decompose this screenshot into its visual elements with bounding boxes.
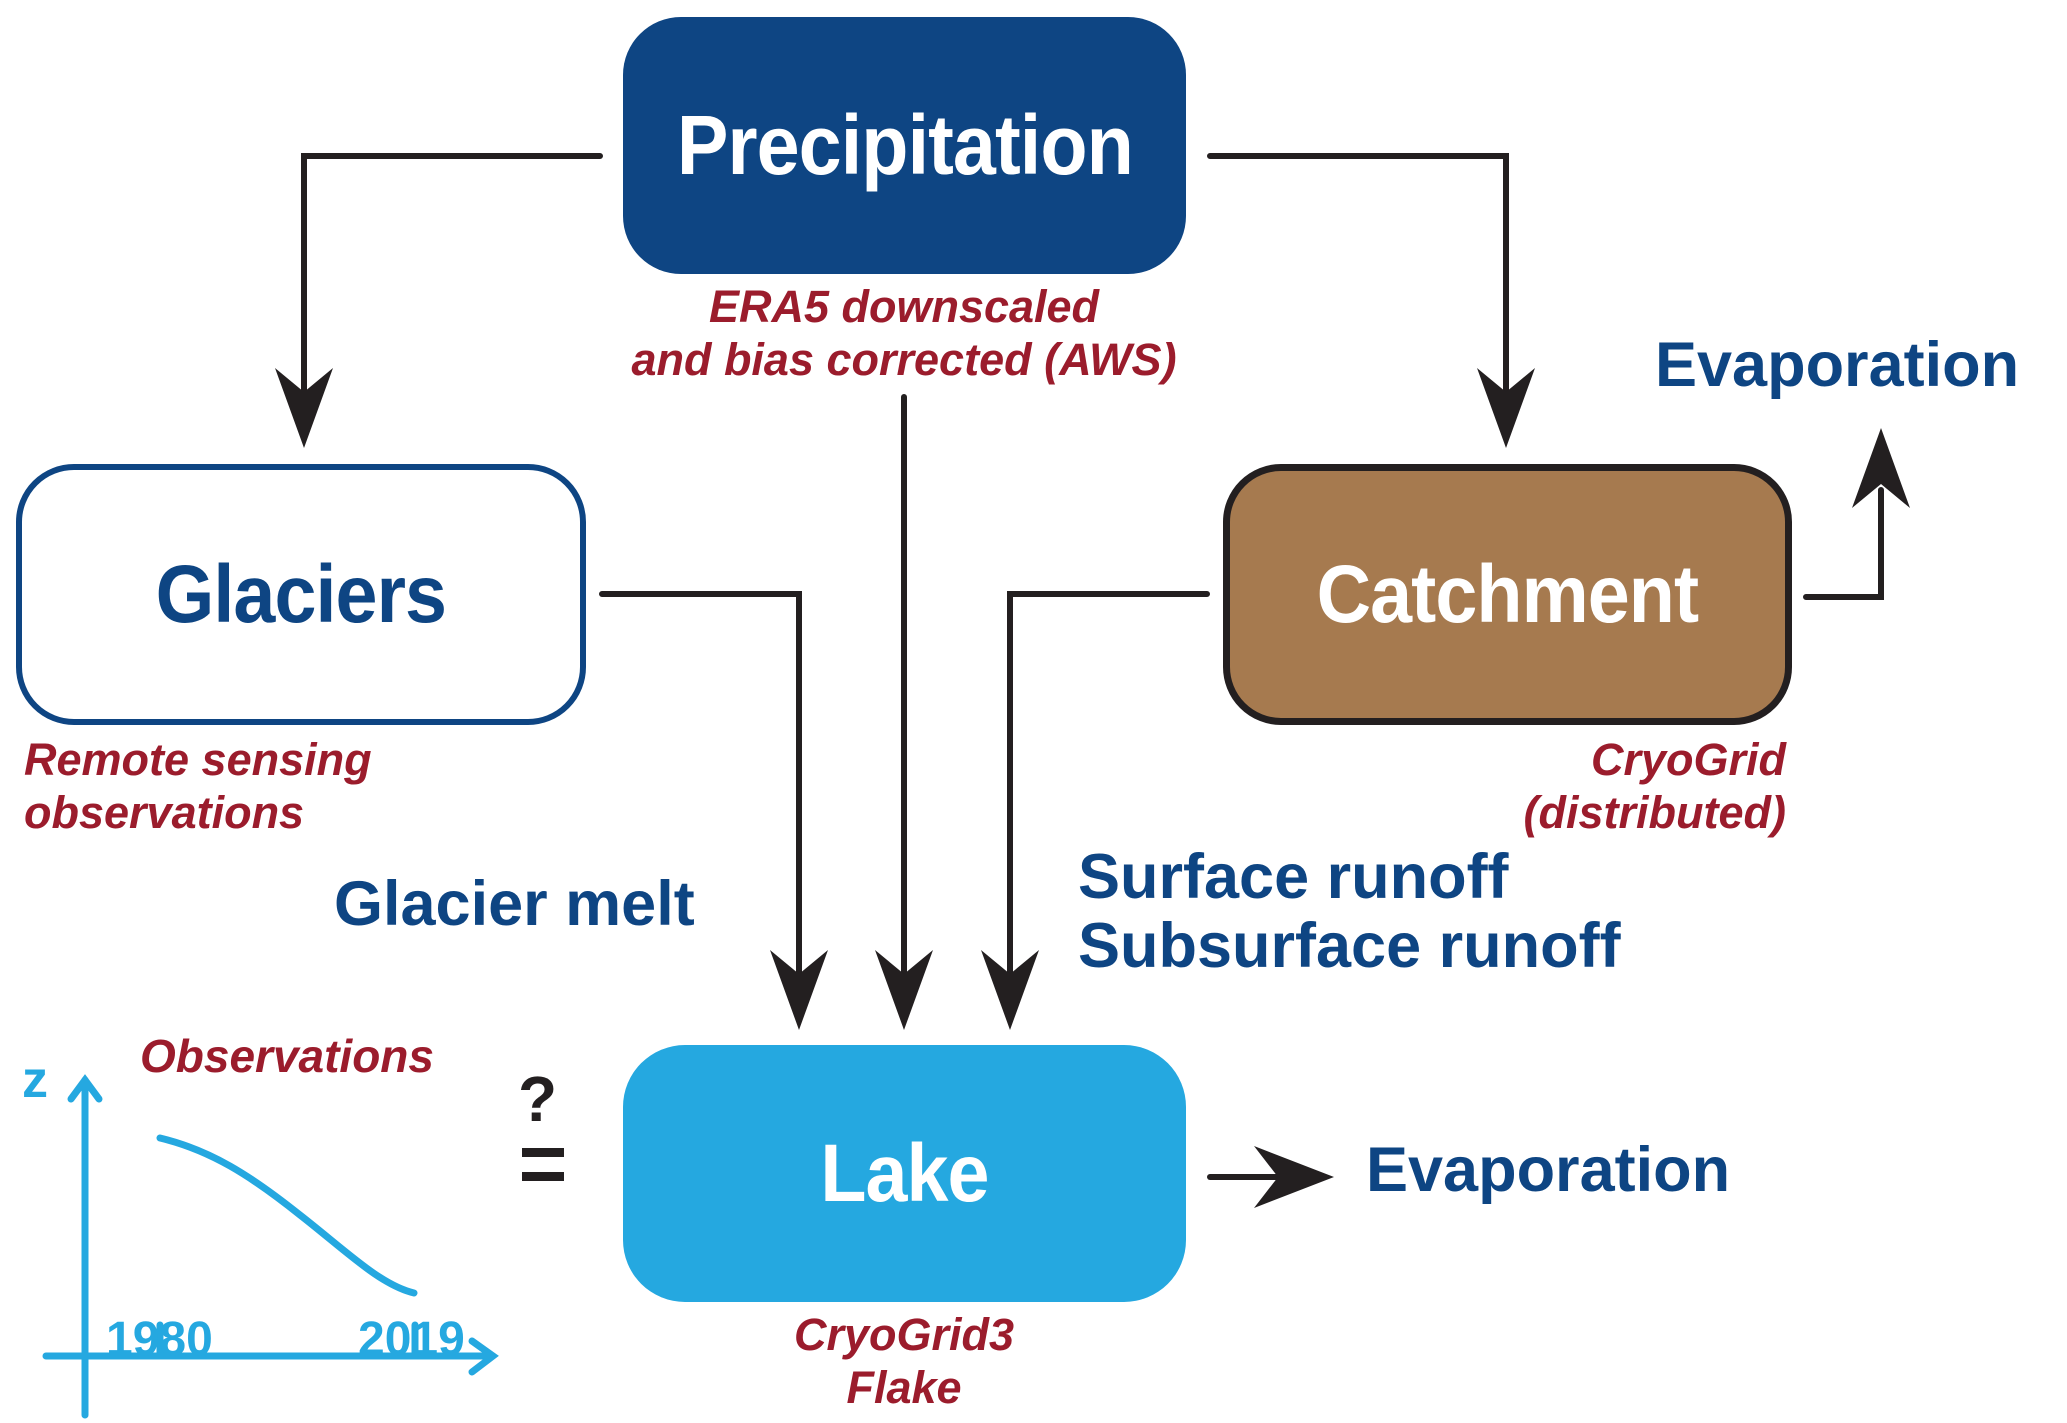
arrow-catchment-to-lake (1007, 591, 1210, 983)
chart-trend-curve (156, 1134, 418, 1297)
equals-question (522, 1148, 564, 1181)
precipitation-note-line-1: ERA5 downscaled (708, 281, 1100, 332)
arrowhead-glaciers (275, 368, 333, 448)
catchment-node: Catchment (1223, 464, 1792, 725)
chart-x-axis-arrowhead (468, 1337, 499, 1376)
arrowhead-catchment-evap (1852, 428, 1910, 508)
question-mark-icon: ? (518, 1063, 558, 1135)
lake-evaporation-label: Evaporation (1366, 1135, 1731, 1205)
glacier-melt-label: Glacier melt (334, 869, 695, 939)
precipitation-label: Precipitation (676, 98, 1133, 192)
catchment-note-line-1: CryoGrid (1590, 734, 1786, 785)
precipitation-note: ERA5 downscaled and bias corrected (AWS) (604, 280, 1204, 386)
catchment-note-line-2: (distributed) (1523, 787, 1786, 838)
lake-note-line-2: Flake (846, 1362, 962, 1413)
lake-label: Lake (820, 1127, 989, 1219)
arrowhead-lake-evap (1254, 1146, 1334, 1208)
surface-runoff-label: Surface runoff (1078, 842, 1509, 912)
chart-tick-label-1980: 1980 (106, 1313, 213, 1366)
glaciers-note: Remote sensing observations (24, 733, 372, 839)
observations-title: Observations (140, 1030, 434, 1082)
catchment-note: CryoGrid (distributed) (1386, 733, 1786, 839)
arrow-catchment-to-evaporation (1803, 487, 1884, 600)
lake-note: CryoGrid3 Flake (704, 1308, 1104, 1414)
precipitation-node: Precipitation (623, 17, 1186, 274)
arrow-glaciers-to-lake (599, 591, 802, 983)
lake-node: Lake (623, 1045, 1186, 1302)
catchment-label: Catchment (1316, 548, 1699, 640)
subsurface-runoff-label: Subsurface runoff (1078, 911, 1621, 981)
glaciers-note-line-1: Remote sensing (24, 734, 372, 785)
lake-note-line-1: CryoGrid3 (793, 1309, 1015, 1360)
glaciers-note-line-2: observations (24, 787, 305, 838)
glaciers-node: Glaciers (16, 464, 586, 725)
arrow-precip-to-catchment (1207, 153, 1509, 403)
chart-z-label: z (22, 1051, 48, 1109)
arrowhead-lake-center (875, 950, 933, 1030)
catchment-evaporation-label: Evaporation (1655, 330, 2020, 400)
arrowhead-lake-right (981, 950, 1039, 1030)
glaciers-label: Glaciers (155, 548, 447, 640)
observation-chart (42, 1074, 499, 1419)
arrowhead-lake-left (770, 950, 828, 1030)
equals-bar-top (522, 1148, 564, 1157)
chart-y-axis-arrowhead (67, 1074, 103, 1103)
arrow-precip-to-glaciers (301, 153, 603, 403)
chart-tick-label-2019: 2019 (358, 1313, 465, 1366)
precipitation-note-line-2: and bias corrected (AWS) (631, 334, 1177, 385)
arrowhead-catchment (1477, 368, 1535, 448)
equals-bar-bottom (522, 1172, 564, 1181)
